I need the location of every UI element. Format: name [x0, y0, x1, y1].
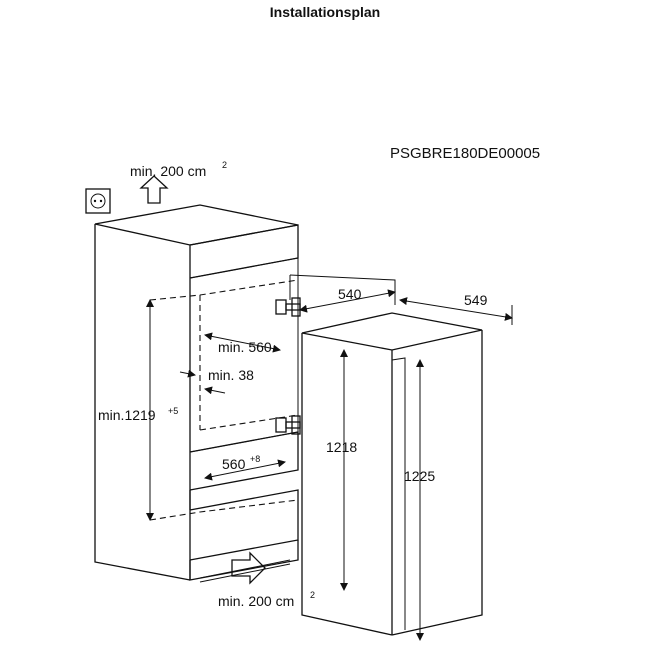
cabinet [94, 204, 299, 583]
niche-width-sup: +8 [250, 454, 260, 464]
appliance [301, 312, 483, 636]
bottom-vent-label: min. 200 cm [218, 593, 294, 609]
body-height-label: 1218 [326, 439, 357, 455]
power-socket-icon [85, 188, 111, 214]
top-vent-sup: 2 [222, 160, 227, 170]
hinge-icon [275, 415, 301, 435]
niche-height-label: min.1219 [98, 407, 156, 423]
appliance-depth-label: 549 [464, 292, 488, 308]
ventilation-arrow-icon [231, 551, 266, 585]
page-title: Installationsplan [269, 4, 381, 20]
total-height-label: 1225 [404, 468, 435, 484]
appliance-width-label: 540 [338, 286, 362, 302]
hinge-icon [275, 297, 301, 317]
gap-min-label: min. 38 [208, 367, 254, 383]
ventilation-arrow-icon [139, 175, 169, 204]
bottom-vent-sup: 2 [310, 590, 315, 600]
model-code: PSGBRE180DE00005 [390, 145, 540, 162]
top-vent-label: min. 200 cm [130, 163, 206, 179]
depth-min-label: min. 560 [218, 339, 272, 355]
niche-width-label: 560 [222, 456, 246, 472]
niche-height-sup: +5 [168, 406, 178, 416]
